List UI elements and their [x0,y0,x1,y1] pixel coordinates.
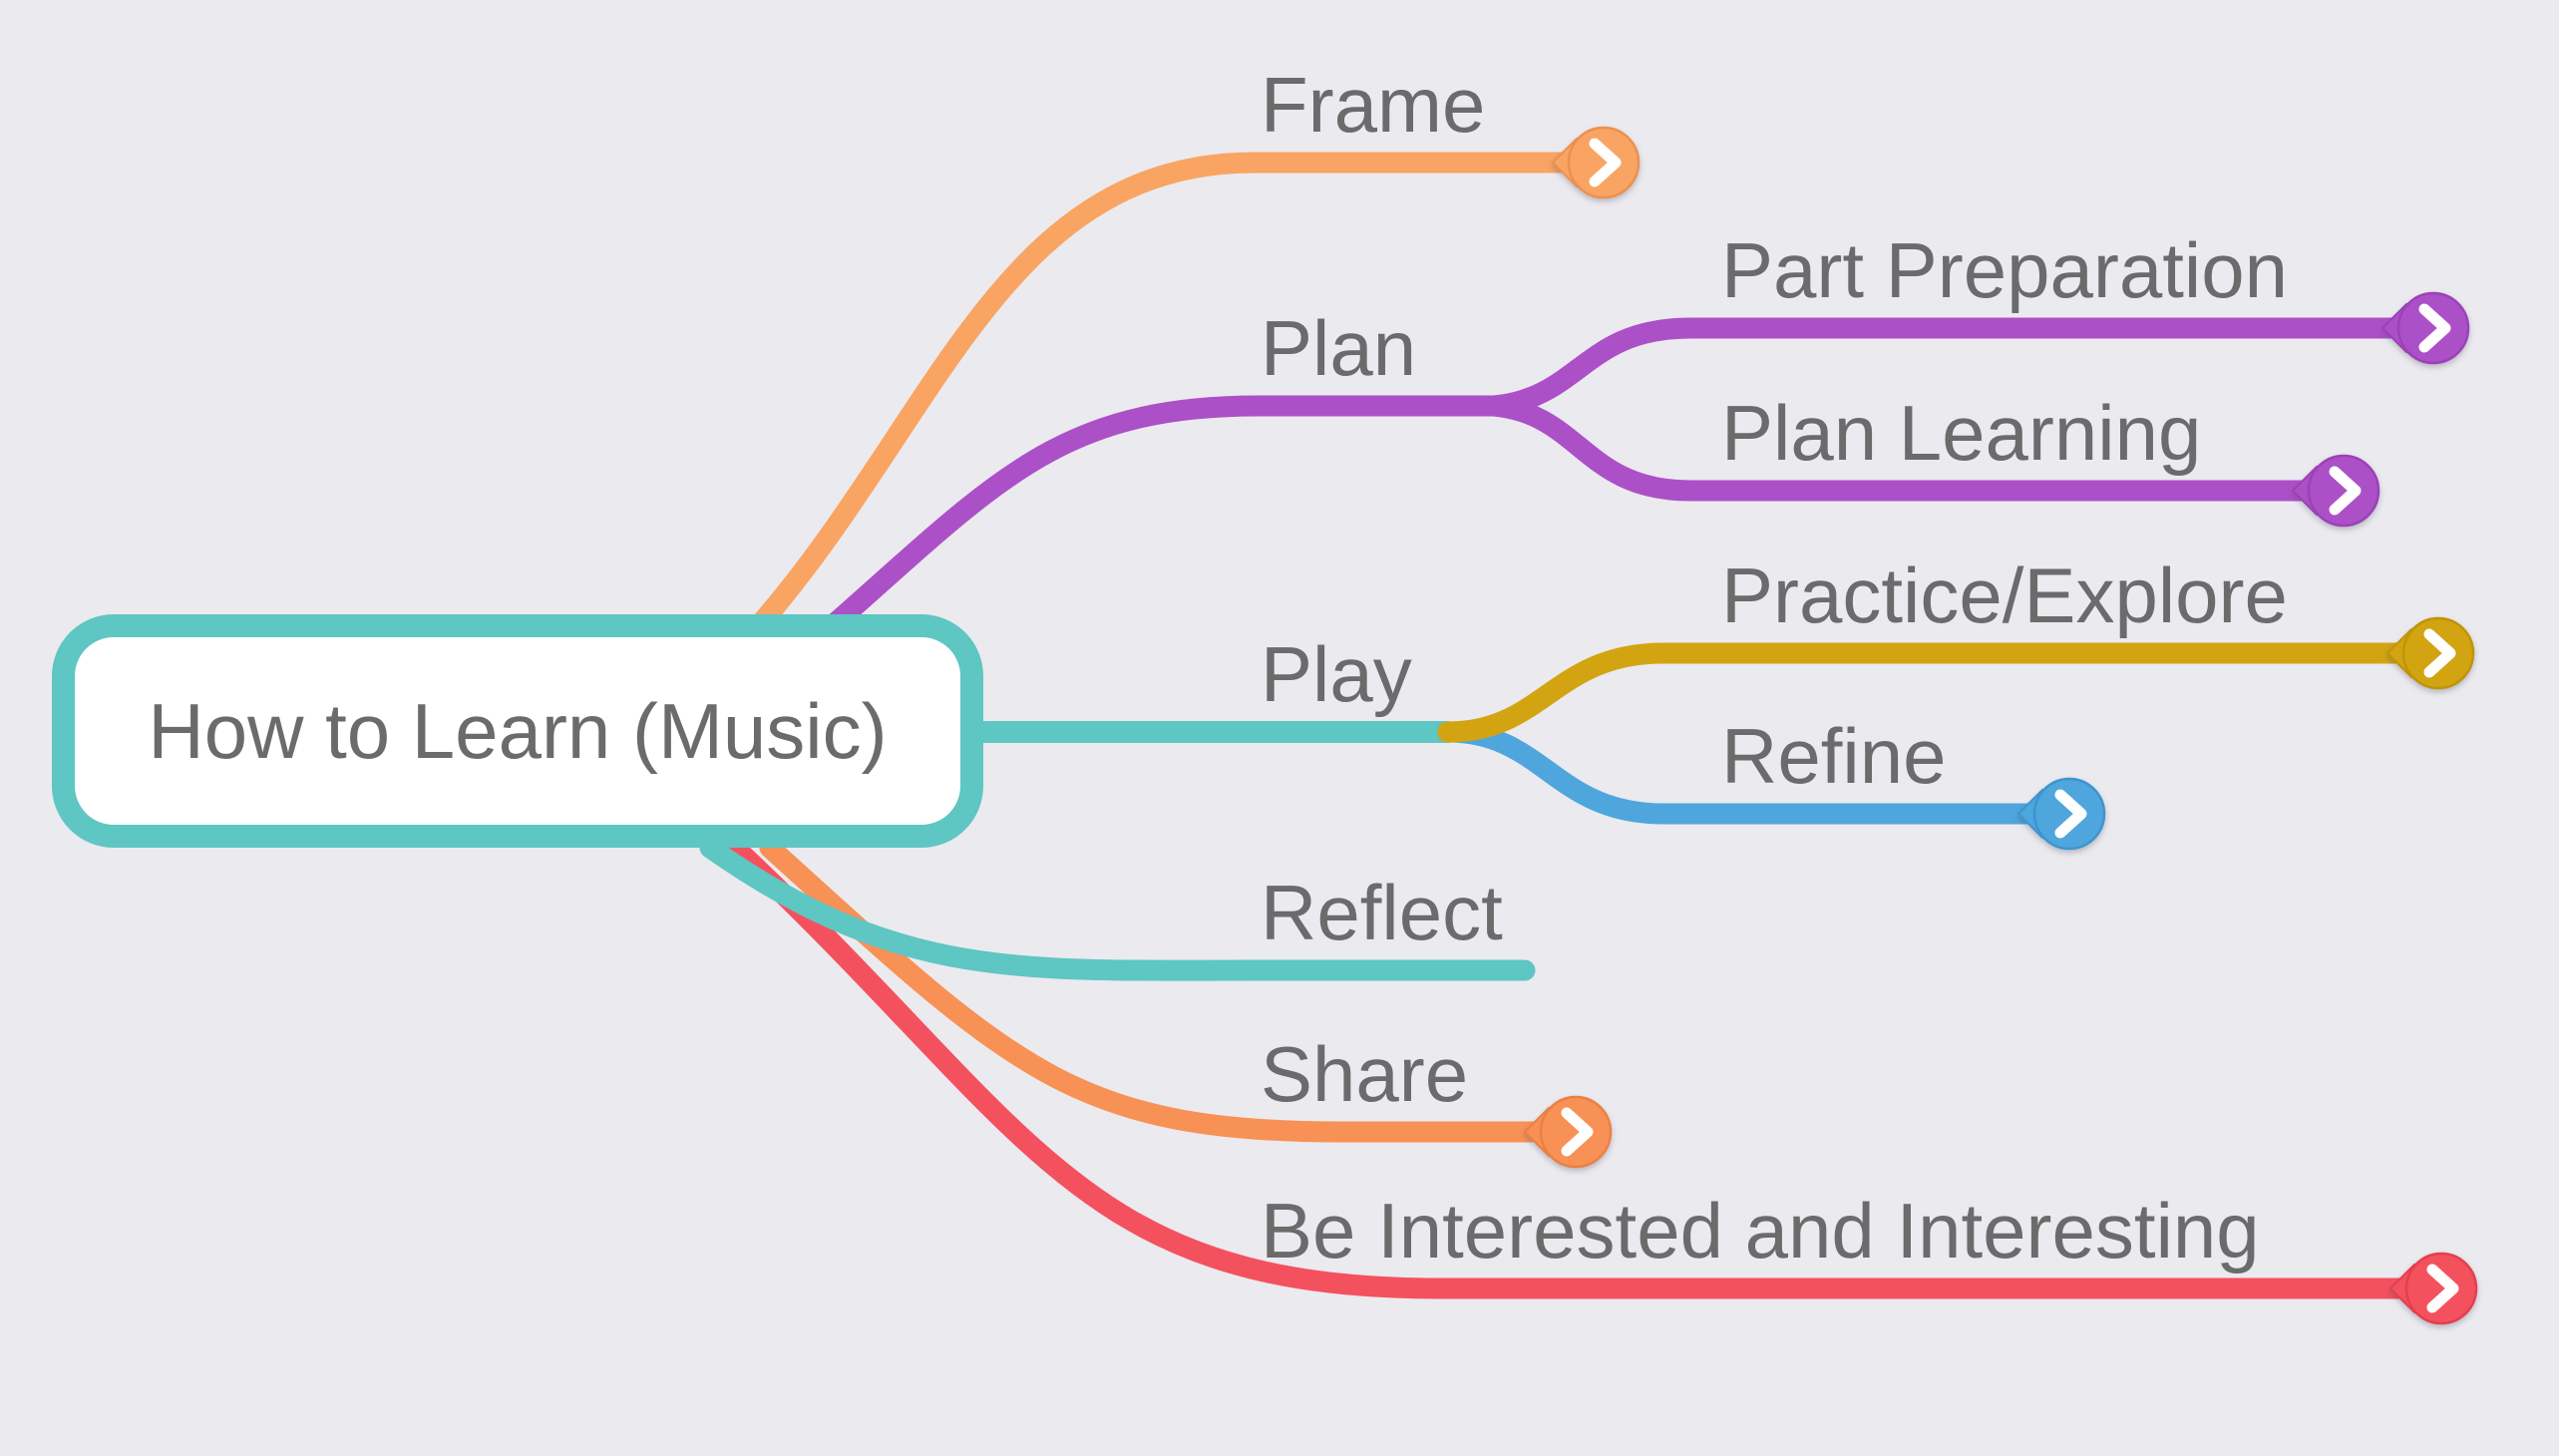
collapse-circle-refine [2032,777,2106,851]
topic-label-be-interested[interactable]: Be Interested and Interesting [1261,1187,2260,1274]
topic-label-refine[interactable]: Refine [1721,712,1947,800]
collapse-circle-part-preparation [2396,291,2470,365]
chevron-right-icon [2423,628,2456,678]
topic-label-part-preparation[interactable]: Part Preparation [1721,226,2288,314]
collapse-circle-frame [1567,126,1641,199]
chevron-right-icon [1561,1107,1594,1157]
topic-label-practice-explore[interactable]: Practice/Explore [1721,551,2288,639]
collapse-button-practice-explore[interactable] [2385,616,2475,690]
collapse-button-be-interested[interactable] [2388,1252,2478,1325]
collapse-button-refine[interactable] [2016,777,2106,851]
topic-label-frame[interactable]: Frame [1261,61,1486,149]
collapse-button-frame[interactable] [1551,126,1641,199]
branch-line-part-preparation [1483,317,2404,417]
collapse-button-part-preparation[interactable] [2380,291,2470,365]
root-topic-label: How to Learn (Music) [148,687,888,775]
collapse-circle-be-interested [2404,1252,2478,1325]
branch-line-practice-explore [1437,642,2409,743]
chevron-right-icon [2329,466,2362,516]
branch-line-frame [735,152,1575,651]
topic-label-plan[interactable]: Plan [1261,304,1417,392]
topic-label-plan-learning[interactable]: Plan Learning [1721,389,2202,477]
topic-label-reflect[interactable]: Reflect [1261,869,1503,956]
collapse-button-plan-learning[interactable] [2291,454,2380,528]
chevron-right-icon [1589,138,1622,187]
root-topic-node[interactable]: How to Learn (Music) [52,614,983,848]
branch-line-plan-learning [1483,395,2315,502]
collapse-circle-practice-explore [2401,616,2475,690]
branch-line-reflect [699,837,1536,981]
topic-label-share[interactable]: Share [1261,1030,1469,1118]
collapse-button-share[interactable] [1523,1095,1613,1169]
chevron-right-icon [2418,303,2451,353]
branch-line-be-interested [724,837,2412,1299]
collapse-circle-plan-learning [2307,454,2380,528]
branch-line-plan [805,395,1505,651]
chevron-right-icon [2054,789,2087,839]
topic-label-play[interactable]: Play [1261,630,1412,718]
collapse-circle-share [1539,1095,1613,1169]
chevron-right-icon [2426,1264,2459,1313]
